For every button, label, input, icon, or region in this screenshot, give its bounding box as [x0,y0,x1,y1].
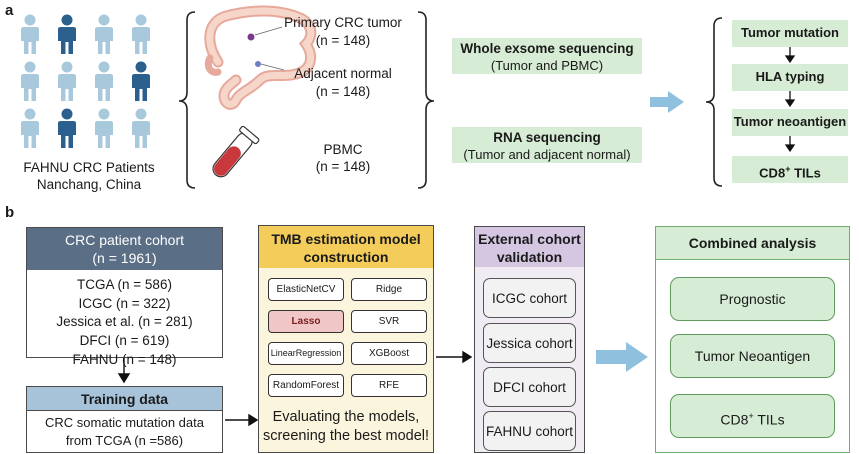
wes-box: Whole exsome sequencing (Tumor and PBMC) [452,38,642,74]
panel-a-label: a [5,2,14,19]
tmb-header: TMB estimation model construction [259,226,433,268]
combined-item-neoantigen: Tumor Neoantigen [670,334,835,378]
blood-tube-icon [212,125,260,178]
cohort-item: Jessica et al. (n = 281) [56,314,193,330]
model-randomforest: RandomForest [268,374,344,397]
pipeline-hla-typing: HLA typing [732,64,848,91]
pipeline-arrows [784,47,796,153]
rnaseq-box: RNA sequencing (Tumor and adjacent norma… [452,127,642,163]
tmb-footer-line2: screening the best model! [262,427,430,444]
wes-title: Whole exsome sequencing [460,41,634,56]
rnaseq-title: RNA sequencing [493,130,601,145]
combined-cd8-label: CD8 [720,411,749,428]
person-icon [132,14,150,54]
pipeline-cd8-sup: + [785,164,791,174]
model-linearregression: LinearRegression [268,342,344,365]
tmb-title-line1: TMB estimation model [271,231,421,247]
model-ridge: Ridge [351,278,427,301]
external-title-line2: validation [496,249,563,266]
combined-analysis-box: Combined analysis Prognostic Tumor Neoan… [655,226,850,453]
colon-illustration [204,5,317,110]
person-icon [21,108,39,148]
tmb-footer-line1: Evaluating the models, [272,409,420,425]
person-icon [95,108,113,148]
pipeline-brace [705,17,723,187]
person-icon [132,108,150,148]
sample-adjacent-normal-name: Adjacent normal [294,66,392,81]
pipeline-cd8-label: CD8 [759,165,786,181]
external-header: External cohort validation [475,227,584,267]
external-validation-box: External cohort validation ICGC cohort J… [474,226,585,453]
sample-pbmc-n: (n = 148) [315,159,371,174]
pipeline-tumor-mutation: Tumor mutation [732,20,848,47]
model-xgboost: XGBoost [351,342,427,365]
external-item-dfci: DFCI cohort [483,367,576,407]
cohort-subtitle: (n = 1961) [92,250,157,267]
cohort-header: CRC patient cohort (n = 1961) [27,228,222,270]
big-arrow-to-combined [596,342,648,372]
training-body: CRC somatic mutation data from TCGA (n =… [26,411,223,453]
combined-item-prognostic: Prognostic [670,277,835,321]
training-line1: CRC somatic mutation data [45,415,204,430]
patients-caption-line1: FAHNU CRC Patients [23,160,155,175]
sample-pbmc-name: PBMC [323,142,363,157]
tmb-footer: Evaluating the models, screening the bes… [259,408,433,446]
person-icon [58,14,76,54]
combined-item-cd8-tils: CD8+ TILs [670,394,835,438]
cohort-item: FAHNU (n = 148) [72,351,177,367]
tmb-model-box: TMB estimation model construction Elasti… [258,225,434,453]
cohort-item: DFCI (n = 619) [79,332,170,348]
sample-primary-tumor-n: (n = 148) [315,33,371,48]
person-icon [132,61,150,101]
right-brace [417,11,435,189]
external-item-jessica: Jessica cohort [483,323,576,363]
left-brace [178,11,196,189]
rnaseq-subtitle: (Tumor and adjacent normal) [463,146,631,162]
pipeline-tils-label: TILs [794,165,821,181]
external-title-line1: External cohort [478,231,581,247]
model-lasso-selected: Lasso [268,310,344,333]
tmb-title-line2: construction [303,249,389,266]
external-item-icgc: ICGC cohort [483,278,576,318]
patients-icon-grid [21,14,150,148]
patients-caption-line2: Nanchang, China [36,177,142,192]
person-icon [21,61,39,101]
model-elasticnetcv: ElasticNetCV [268,278,344,301]
pipeline-tumor-neoantigen: Tumor neoantigen [732,109,848,136]
external-item-fahnu: FAHNU cohort [483,411,576,451]
cohort-item: ICGC (n = 322) [78,295,171,311]
combined-tils-label: TILs [757,411,785,428]
wes-subtitle: (Tumor and PBMC) [490,57,604,73]
person-icon [95,14,113,54]
cohort-title: CRC patient cohort [64,232,185,248]
cohort-item: TCGA (n = 586) [77,277,172,292]
pipeline-cd8-tils: CD8+ TILs [732,156,848,183]
training-line2: from TCGA (n =586) [65,432,184,448]
panel-b-arrows [117,350,473,427]
person-icon [95,61,113,101]
arrow-to-pipeline [650,91,684,113]
training-header: Training data [26,386,223,411]
model-rfe: RFE [351,374,427,397]
cohort-box: CRC patient cohort (n = 1961) TCGA (n = … [26,227,223,367]
cohort-list: TCGA (n = 586) ICGC (n = 322) Jessica et… [27,270,222,369]
person-icon [21,14,39,54]
sample-adjacent-normal-n: (n = 148) [315,84,371,99]
model-svr: SVR [351,310,427,333]
person-icon [58,61,76,101]
panel-b-label: b [5,204,15,221]
combined-cd8-sup: + [748,411,754,421]
combined-header: Combined analysis [656,227,849,260]
sample-primary-tumor-name: Primary CRC tumor [284,15,402,30]
person-icon [58,108,76,148]
